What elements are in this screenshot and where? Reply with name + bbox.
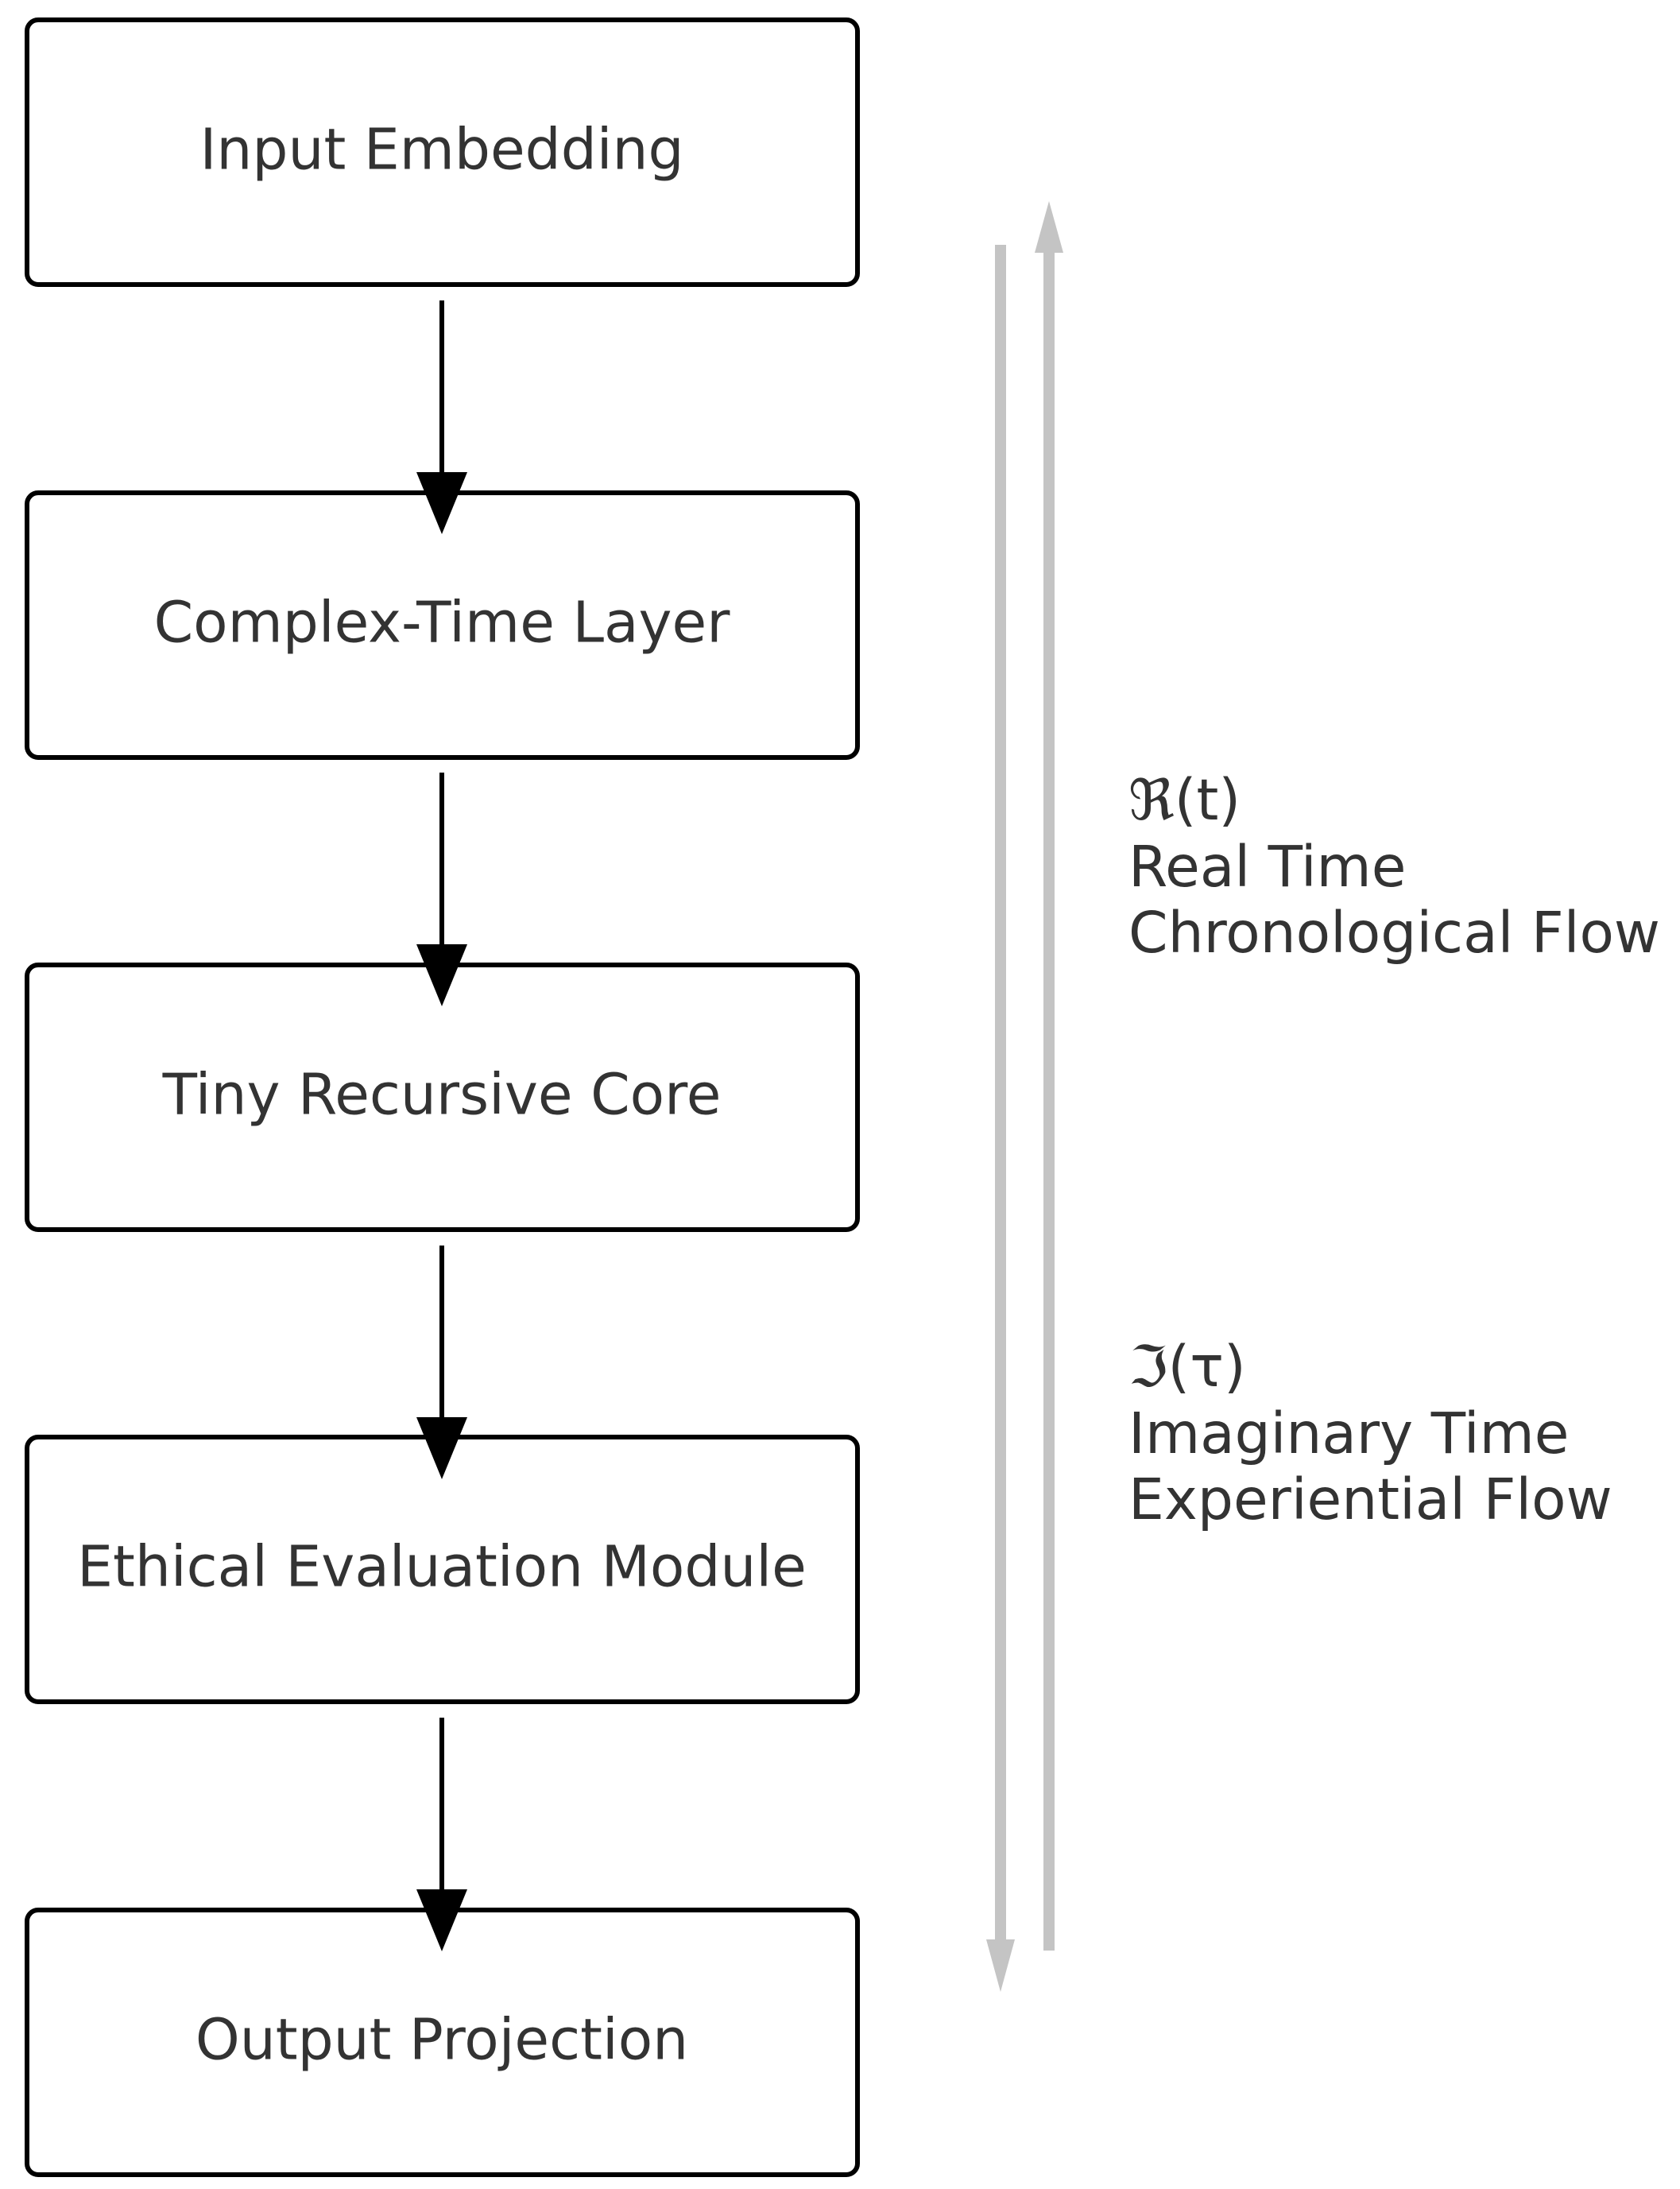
real-time-description: Chronological Flow [1128,900,1660,966]
real-time-label: ℜ(t) Real Time Chronological Flow [1128,767,1660,966]
flow-arrow [416,773,467,1006]
real-time-name: Real Time [1128,834,1406,900]
imaginary-time-label: ℑ(τ) Imaginary Time Experiential Flow [1128,1334,1612,1532]
flow-arrow [416,300,467,534]
flow-arrow [416,1246,467,1479]
imaginary-time-description: Experiential Flow [1128,1466,1612,1532]
block-output-projection: Output Projection [25,1908,860,2177]
block-input-embedding: Input Embedding [25,17,860,287]
block-label: Tiny Recursive Core [162,1062,722,1128]
block-label: Input Embedding [199,117,683,183]
block-label: Output Projection [195,2007,688,2073]
imaginary-time-symbol: ℑ(τ) [1128,1334,1246,1400]
flow-arrow [416,1718,467,1951]
downward-time-arrow [986,245,1015,1992]
upward-time-arrow [1035,201,1063,1951]
imaginary-time-name: Imaginary Time [1128,1401,1569,1466]
real-time-symbol: ℜ(t) [1128,767,1241,833]
block-tiny-recursive-core: Tiny Recursive Core [25,963,860,1232]
block-label: Ethical Evaluation Module [77,1534,807,1600]
block-label: Complex-Time Layer [154,590,731,656]
